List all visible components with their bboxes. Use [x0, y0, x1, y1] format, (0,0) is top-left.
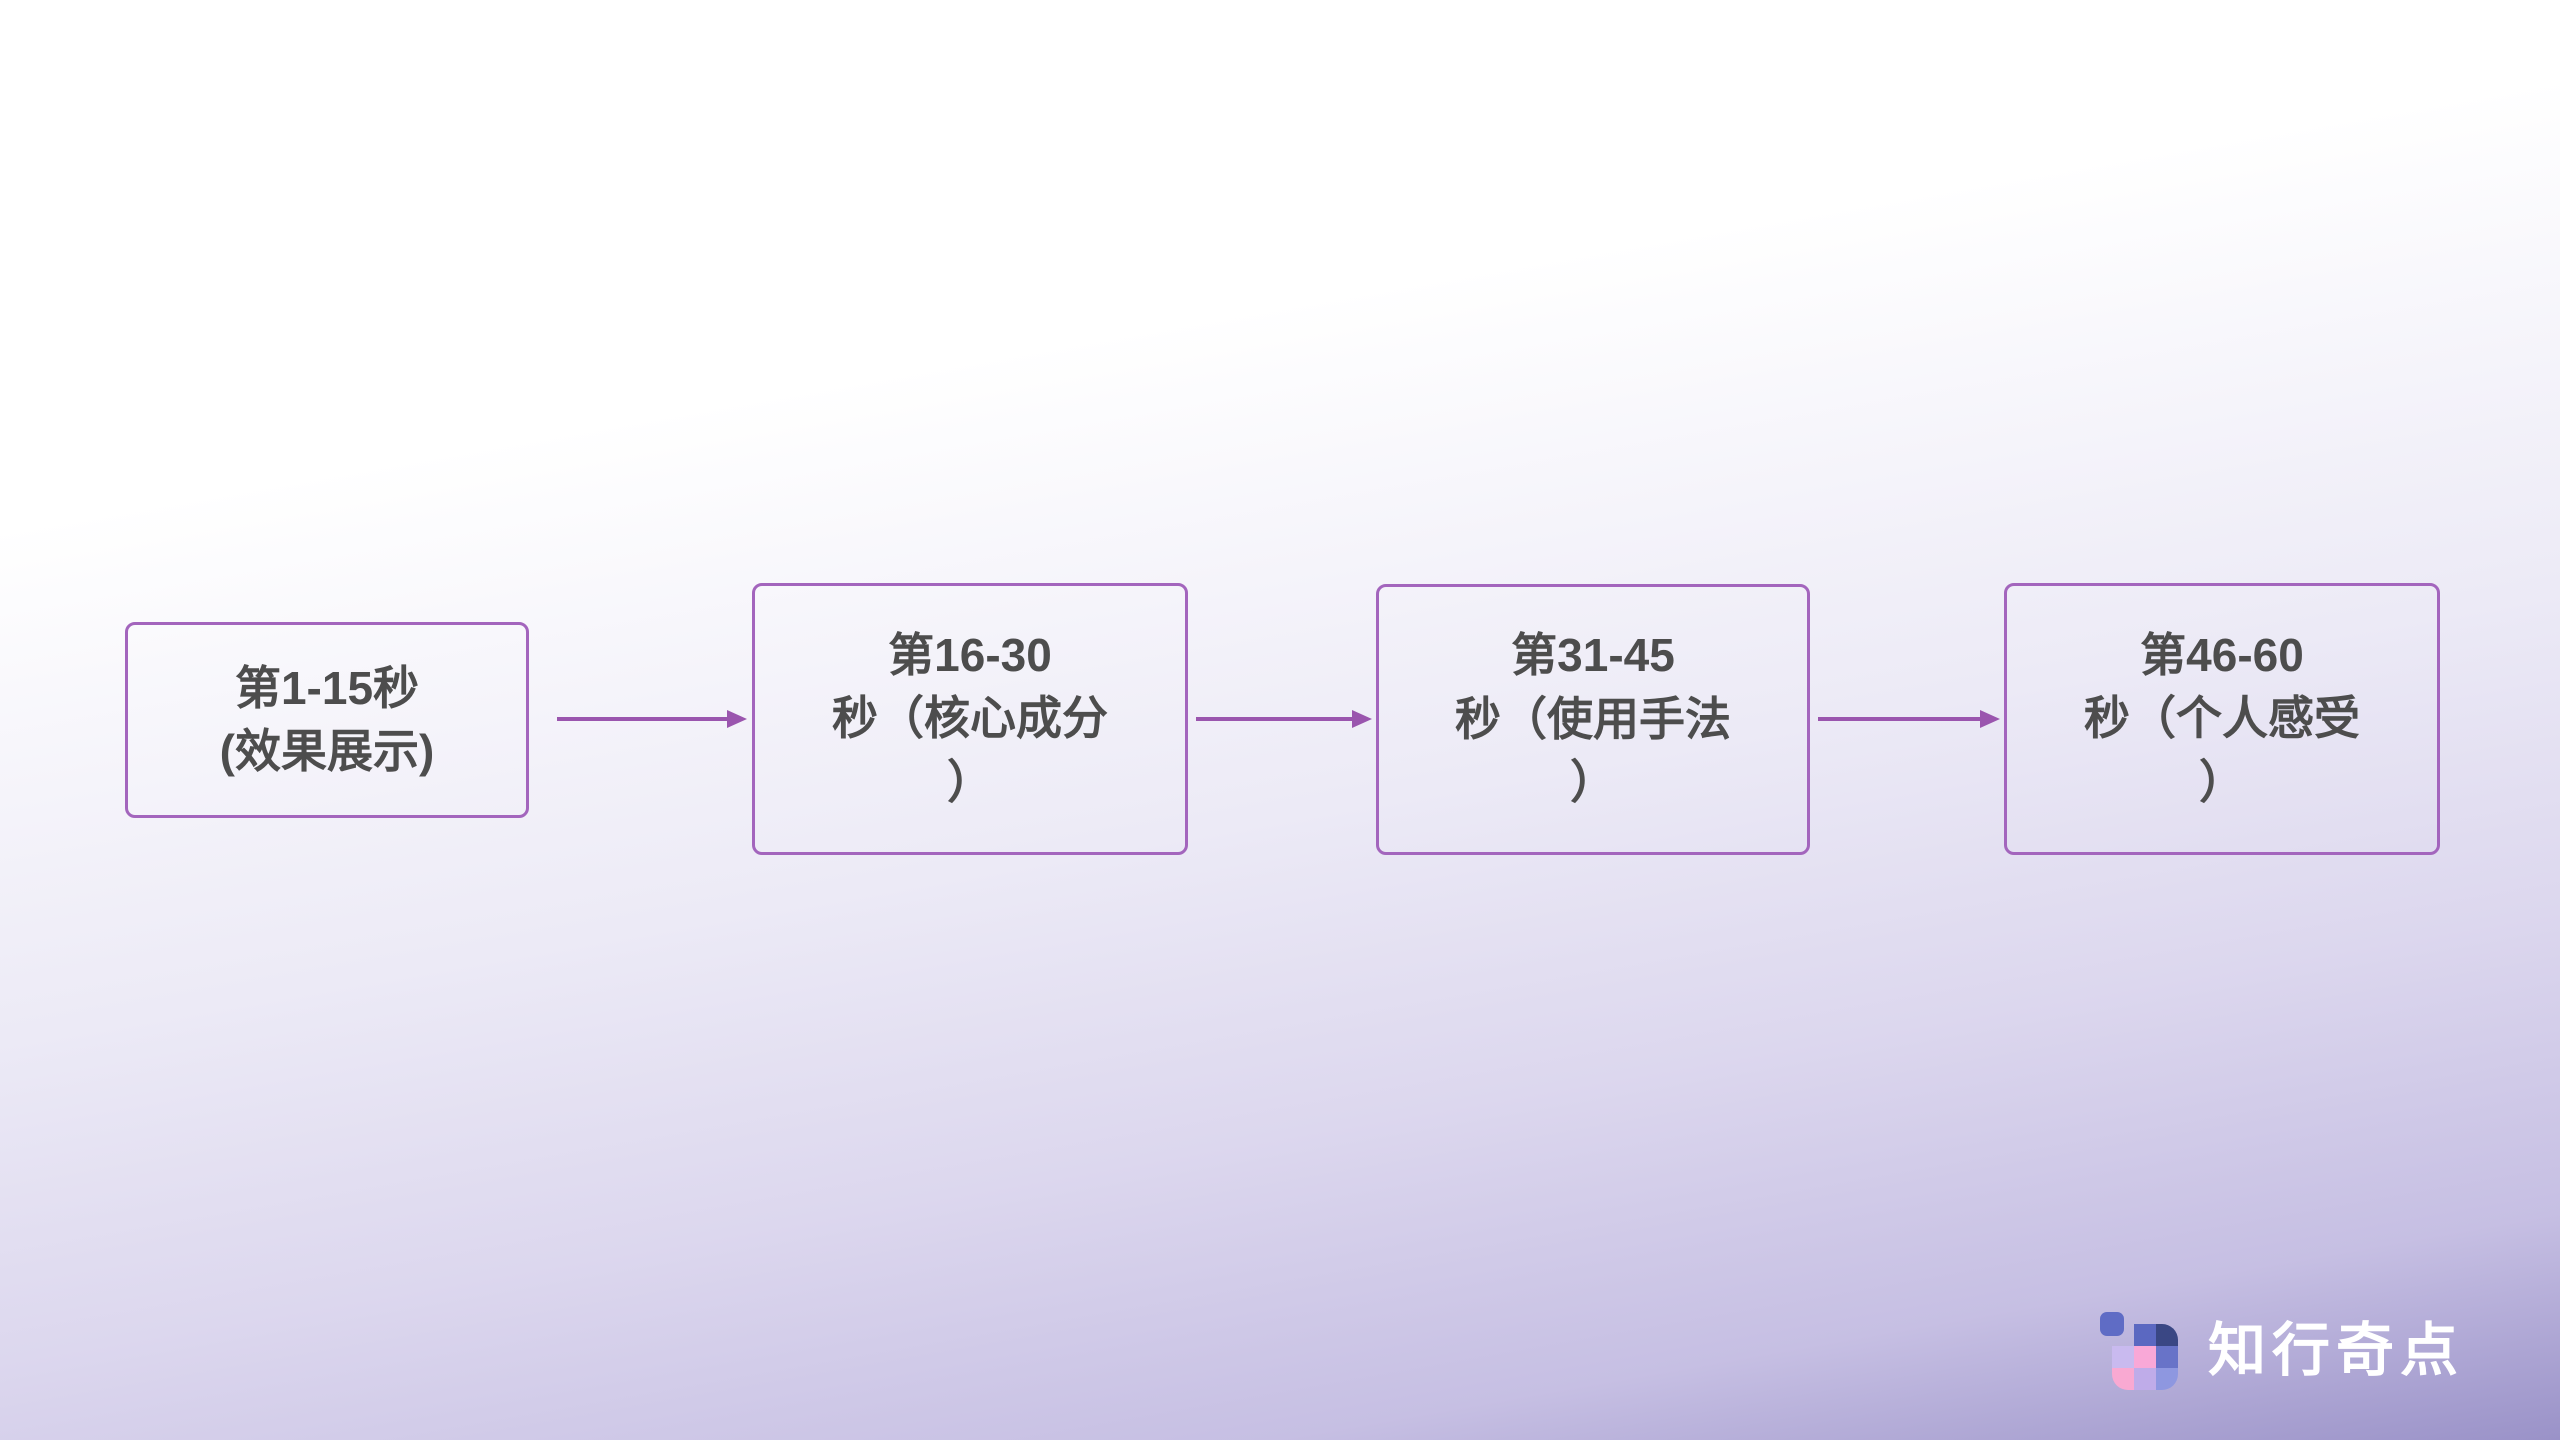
logo-tile — [2156, 1346, 2178, 1368]
logo-tile — [2134, 1368, 2156, 1390]
arrow-line — [557, 717, 727, 721]
flow-arrow-2 — [1196, 709, 1372, 729]
arrow-line — [1818, 717, 1980, 721]
arrow-line — [1196, 717, 1352, 721]
flow-step-1: 第1-15秒 (效果展示) — [125, 622, 529, 818]
flow-step-3-label: 第31-45 秒（使用手法 ） — [1455, 629, 1731, 809]
flow-step-2: 第16-30 秒（核心成分 ） — [752, 583, 1188, 855]
logo-tile — [2134, 1324, 2156, 1346]
logo-tile — [2112, 1346, 2134, 1368]
flow-step-1-label: 第1-15秒 (效果展示) — [219, 661, 435, 777]
arrow-head-icon — [727, 710, 747, 728]
logo-detached-tile — [2100, 1312, 2124, 1336]
arrow-head-icon — [1980, 710, 2000, 728]
flow-step-4: 第46-60 秒（个人感受 ） — [2004, 583, 2440, 855]
logo-tile — [2112, 1368, 2134, 1390]
brand-logo: 知行奇点 — [2100, 1312, 2464, 1390]
flow-step-4-label: 第46-60 秒（个人感受 ） — [2084, 628, 2360, 808]
logo-tile — [2156, 1324, 2178, 1346]
logo-tile — [2134, 1346, 2156, 1368]
flow-arrow-1 — [557, 709, 747, 729]
flow-step-2-label: 第16-30 秒（核心成分 ） — [832, 628, 1108, 808]
brand-logo-text: 知行奇点 — [2208, 1318, 2465, 1383]
mosaic-grid-logo-icon — [2100, 1312, 2180, 1390]
flow-step-3: 第31-45 秒（使用手法 ） — [1376, 584, 1810, 855]
logo-tile-grid — [2112, 1324, 2178, 1390]
flow-arrow-3 — [1818, 709, 2000, 729]
logo-tile — [2156, 1368, 2178, 1390]
arrow-head-icon — [1352, 710, 1372, 728]
